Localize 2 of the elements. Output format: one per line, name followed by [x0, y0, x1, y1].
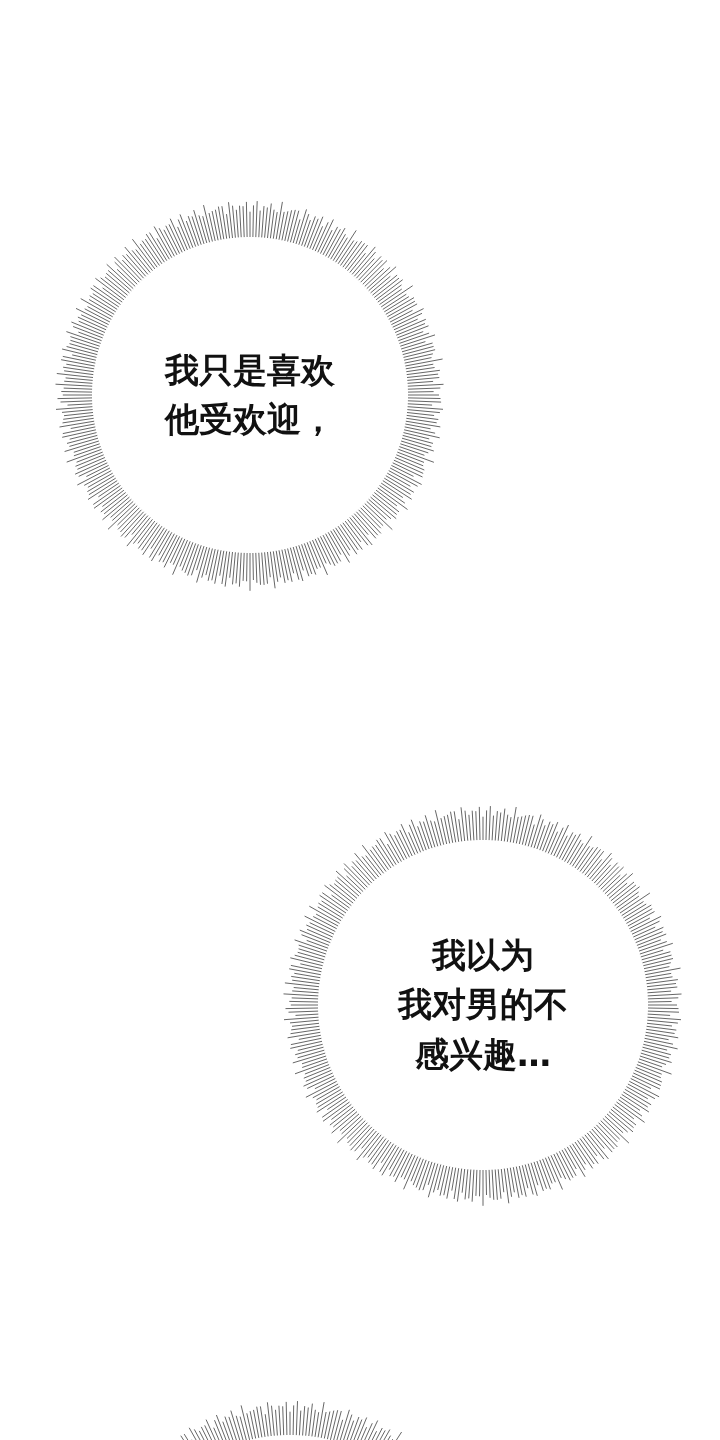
- speech-text: 我以为我对男的不感兴趣…: [396, 934, 569, 1076]
- speech-text: 我只是喜欢他受欢迎，: [163, 348, 336, 441]
